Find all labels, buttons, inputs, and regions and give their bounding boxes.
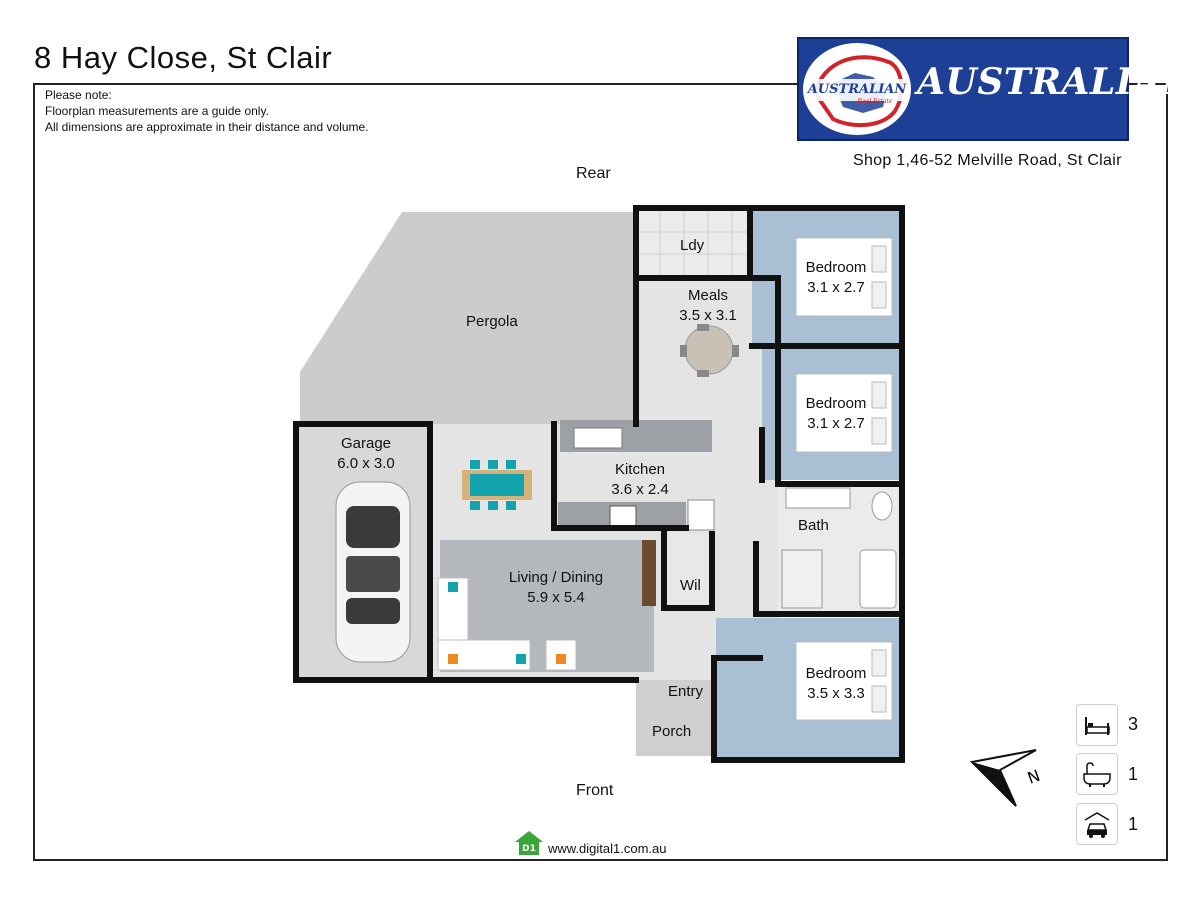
- room-label-garage: Garage 6.0 x 3.0: [318, 434, 414, 474]
- room-label-bedroom-2: Bedroom 3.1 x 2.7: [798, 394, 874, 434]
- footer-url[interactable]: www.digital1.com.au: [548, 841, 667, 856]
- legend-bed: [1076, 704, 1118, 746]
- room-label-bedroom-1: Bedroom 3.1 x 2.7: [798, 258, 874, 298]
- agency-address: Shop 1,46-52 Melville Road, St Clair: [853, 152, 1122, 169]
- room-size: 3.1 x 2.7: [807, 279, 865, 296]
- note-line: Floorplan measurements are a guide only.: [45, 104, 269, 118]
- agency-logo-text: AUSTRALIAN: [917, 61, 1195, 103]
- lounge-suite: [437, 577, 577, 671]
- laundry-tiles: [636, 210, 750, 278]
- note-line: Please note:: [45, 88, 112, 102]
- north-label: N: [1025, 766, 1043, 788]
- legend-garage: [1076, 803, 1118, 845]
- plan-frame: [33, 83, 1168, 861]
- room-name: Bedroom: [805, 665, 867, 682]
- agency-emblem: AUSTRALIAN Real Estate: [803, 43, 911, 135]
- bed-bedroom2: [795, 373, 893, 453]
- room-label-bedroom-3: Bedroom 3.5 x 3.3: [798, 664, 874, 704]
- room-size: 6.0 x 3.0: [337, 455, 395, 472]
- walls: [293, 205, 905, 763]
- room-size: 3.5 x 3.1: [679, 307, 737, 324]
- brand-mark: D1: [522, 844, 536, 854]
- laundry-floor: [636, 210, 750, 278]
- kitchen-sink: [573, 427, 623, 449]
- digital1-logo: D1: [514, 830, 544, 856]
- room-label-living: Living / Dining 5.9 x 5.4: [496, 568, 616, 608]
- legend-bath-count: 1: [1128, 764, 1139, 784]
- bathtub: [859, 549, 897, 609]
- wil-floor: [664, 534, 712, 608]
- room-size: 3.1 x 2.7: [807, 415, 865, 432]
- garage-car-icon: [1084, 812, 1110, 838]
- room-label-porch: Porch: [652, 723, 692, 740]
- room-size: 3.5 x 3.3: [807, 685, 865, 702]
- room-label-pergola: Pergola: [466, 313, 518, 330]
- room-label-meals: Meals 3.5 x 3.1: [668, 286, 748, 326]
- fridge: [687, 499, 715, 531]
- room-name: Garage: [340, 435, 392, 452]
- emblem-main-text: AUSTRALIAN: [806, 82, 908, 97]
- kitchen-cooktop: [609, 505, 637, 527]
- north-arrow-icon: N: [969, 749, 1043, 807]
- australia-map-icon: AUSTRALIAN Real Estate: [806, 55, 908, 128]
- room-name: Bedroom: [805, 259, 867, 276]
- legend-bed-count: 3: [1128, 714, 1139, 734]
- bathtub-icon: [1083, 762, 1111, 787]
- vanity: [785, 487, 851, 509]
- bed-bedroom3: [795, 641, 893, 721]
- room-size: 3.6 x 2.4: [611, 481, 669, 498]
- agency-logo: AUSTRALIAN Real Estate AUSTRALIAN: [797, 37, 1194, 141]
- room-name: Kitchen: [614, 461, 666, 478]
- room-name: Meals: [687, 287, 728, 304]
- note-line: All dimensions are approximate in their …: [45, 120, 369, 134]
- bed-icon: [1085, 717, 1110, 735]
- room-label-bath: Bath: [798, 517, 829, 534]
- porch-floor: [636, 680, 712, 756]
- toilet: [871, 491, 893, 521]
- emblem-sub-text: Real Estate: [857, 98, 893, 105]
- car: [335, 481, 411, 663]
- shower: [781, 549, 823, 609]
- room-label-kitchen: Kitchen 3.6 x 2.4: [600, 460, 680, 500]
- room-label-entry: Entry: [668, 683, 704, 700]
- bed-bedroom1: [795, 237, 893, 317]
- rear-label: Rear: [576, 165, 611, 182]
- room-size: 5.9 x 5.4: [527, 589, 585, 606]
- tv-unit: [642, 540, 656, 606]
- pergola-area: [300, 212, 636, 424]
- dining-table: [462, 460, 532, 510]
- meals-table: [680, 324, 739, 377]
- legend-bath: [1076, 753, 1118, 795]
- room-name: Bedroom: [805, 395, 867, 412]
- room-name: Living / Dining: [508, 569, 604, 586]
- legend-garage-count: 1: [1128, 814, 1139, 834]
- house-logo-icon: D1: [515, 831, 543, 855]
- room-label-laundry: Ldy: [680, 237, 705, 254]
- front-label: Front: [576, 782, 614, 799]
- room-label-wil: Wil: [680, 577, 701, 594]
- property-address-title: 8 Hay Close, St Clair: [34, 40, 333, 75]
- disclaimer-notes: Please note: Floorplan measurements are …: [45, 87, 369, 135]
